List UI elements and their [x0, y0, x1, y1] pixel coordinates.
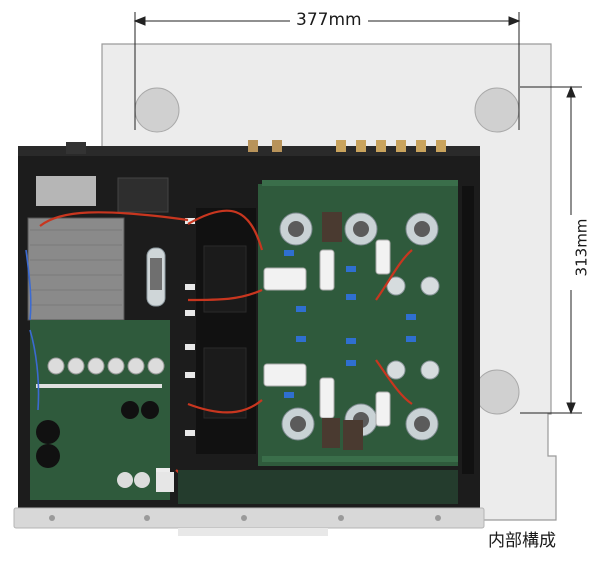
rectifier-tube — [146, 247, 166, 307]
foot-top-left — [134, 87, 180, 133]
filter-capacitors — [47, 357, 165, 375]
coupling-capacitors — [263, 239, 391, 427]
rear-connectors — [66, 140, 446, 154]
amplifier-chassis — [18, 140, 480, 508]
power-transformer — [27, 217, 125, 321]
foot-bottom-right — [474, 369, 520, 415]
output-tubes-bottom — [281, 403, 439, 441]
control-board — [178, 470, 458, 504]
driver-tubes — [386, 276, 440, 380]
width-dimension-label: 377mm — [296, 10, 362, 30]
figure-caption: 内部構成 — [488, 531, 556, 551]
width-dimension — [133, 12, 521, 130]
depth-dimension-label: 313mm — [572, 218, 591, 277]
output-tubes-top — [279, 212, 439, 246]
front-panel — [13, 507, 485, 536]
foot-top-right — [474, 87, 520, 133]
film-capacitors — [284, 250, 416, 398]
depth-dimension — [520, 85, 582, 415]
